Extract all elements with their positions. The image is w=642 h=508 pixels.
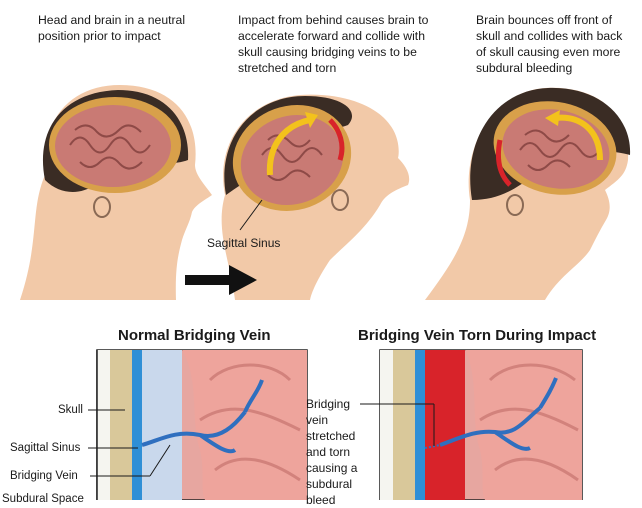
- impact-direction-arrow: [185, 265, 257, 295]
- caption-line: of skull causing even more: [476, 45, 621, 59]
- note-line: stretched: [306, 429, 356, 443]
- normal-panel-title: Normal Bridging Vein: [118, 327, 271, 344]
- caption-line: accelerate forward and collide with: [238, 29, 425, 43]
- normal-bridging-vein-panel: [96, 349, 308, 500]
- caption-line: stretched and torn: [238, 61, 337, 75]
- caption-line: skull and collides with back: [476, 29, 623, 43]
- torn-bridging-vein-panel: [379, 349, 583, 500]
- note-line: Bridging: [306, 397, 351, 411]
- note-line: and torn: [306, 445, 351, 459]
- sagittal-sinus-pointer: [239, 199, 263, 231]
- caption-neutral: Head and brain in a neutral position pri…: [38, 12, 185, 44]
- torn-panel-title: Bridging Vein Torn During Impact: [358, 327, 597, 344]
- caption-impact: Impact from behind causes brain to accel…: [238, 12, 428, 76]
- caption-line: Impact from behind causes brain to: [238, 13, 429, 27]
- caption-line: Head and brain in a neutral: [38, 13, 186, 27]
- caption-line: position prior to impact: [38, 29, 161, 43]
- caption-line: Brain bounces off front of: [476, 13, 612, 27]
- sagittal-sinus-left-label: Sagittal Sinus: [10, 442, 81, 454]
- label-leader-lines: [88, 403, 435, 477]
- caption-line: skull causing bridging veins to be: [238, 45, 417, 59]
- note-line: causing a: [306, 461, 358, 475]
- head-impact-illustration: [221, 94, 410, 300]
- note-line: vein: [306, 413, 329, 427]
- sagittal-sinus-label: Sagittal Sinus: [207, 236, 281, 250]
- torn-vein-note: Bridging vein stretched and torn causing…: [306, 396, 357, 508]
- caption-line: subdural bleeding: [476, 61, 573, 75]
- bridging-vein-label: Bridging Vein: [10, 470, 78, 482]
- head-neutral-illustration: [20, 85, 212, 300]
- note-line: bleed: [306, 493, 336, 507]
- note-line: subdural: [306, 477, 353, 491]
- caption-rebound: Brain bounces off front of skull and col…: [476, 12, 622, 76]
- head-rebound-illustration: [425, 87, 631, 300]
- subdural-space-label: Subdural Space: [2, 493, 84, 505]
- skull-label: Skull: [58, 404, 83, 416]
